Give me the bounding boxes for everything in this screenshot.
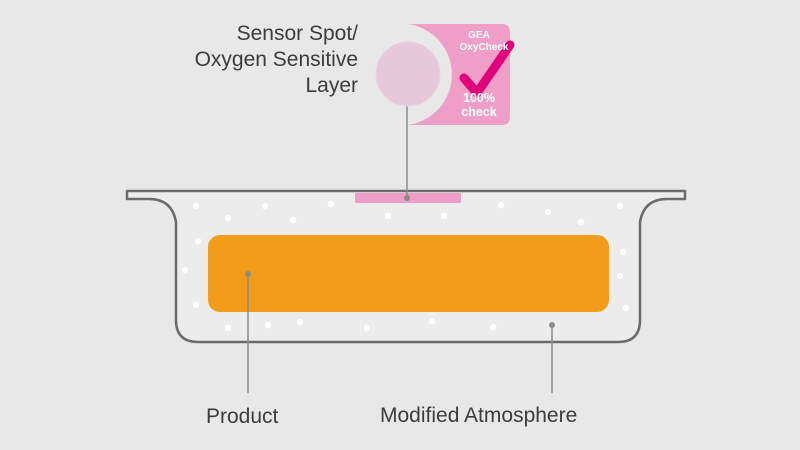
gas-bubble (192, 202, 200, 210)
gas-bubble (289, 216, 297, 224)
sensor-label-line1: Sensor Spot/ (236, 22, 358, 45)
checkmark-icon (459, 40, 515, 98)
gas-bubble (440, 212, 448, 220)
badge-check-line2: check (461, 105, 496, 119)
atmosphere-label: Modified Atmosphere (380, 404, 578, 427)
badge-shape (408, 24, 510, 125)
gas-bubble (296, 318, 304, 326)
gas-bubble (577, 218, 585, 226)
product-label: Product (206, 405, 279, 428)
atmosphere-bubbles (181, 200, 630, 332)
gas-bubble (619, 248, 627, 256)
gas-bubble (224, 324, 232, 332)
badge-brand-line2: OxyCheck (460, 42, 509, 53)
product-block (208, 235, 609, 312)
gas-bubble (384, 212, 392, 220)
sensor-spot-label: Sensor Spot/ Oxygen Sensitive Layer (138, 21, 358, 99)
badge-brand-line1: GEA (468, 30, 490, 41)
sensor-label-line2: Oxygen Sensitive (194, 48, 358, 71)
gas-bubble (327, 200, 335, 208)
gas-bubble (544, 208, 552, 216)
gas-bubble (489, 323, 497, 331)
gas-bubble (194, 237, 202, 245)
atmosphere-leader-dot (549, 322, 555, 328)
sensor-leader-dot (404, 195, 410, 201)
gas-bubble (497, 201, 505, 209)
gas-bubble (264, 321, 272, 329)
product-leader-dot (245, 271, 251, 277)
gas-bubble (181, 266, 189, 274)
gas-bubble (616, 202, 624, 210)
gas-bubble (363, 324, 371, 332)
oxycheck-badge: GEA OxyCheck 100% check (375, 24, 515, 125)
gas-bubble (428, 317, 436, 325)
gas-bubble (224, 214, 232, 222)
gas-bubble (622, 304, 630, 312)
sensor-spot-circle (375, 41, 441, 107)
badge-check-line1: 100% (463, 91, 495, 105)
gas-bubble (616, 272, 624, 280)
gas-bubble (261, 202, 269, 210)
gas-bubble (192, 301, 200, 309)
sensor-label-line3: Layer (305, 74, 358, 97)
